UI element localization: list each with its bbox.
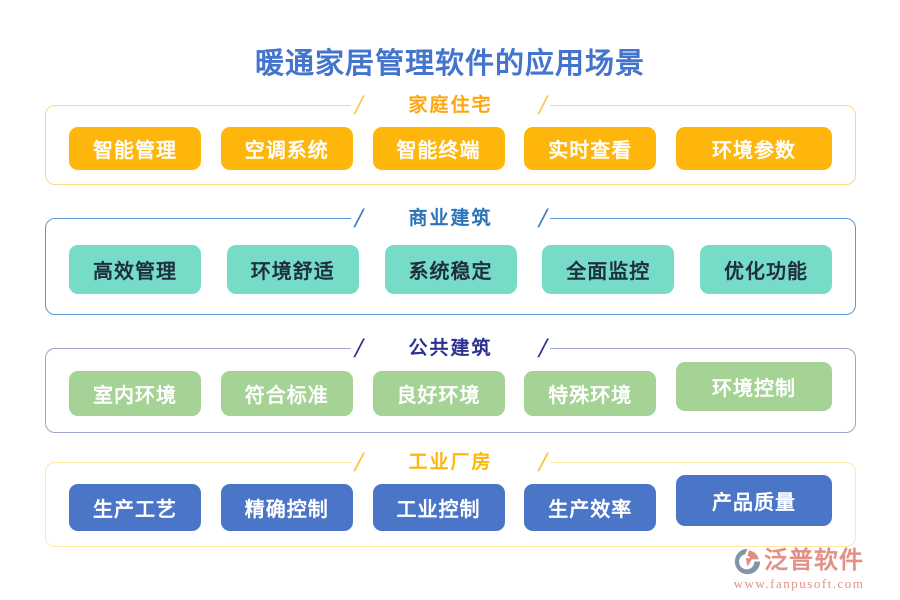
tag-button[interactable]: 高效管理 bbox=[69, 245, 201, 294]
tag-button[interactable]: 符合标准 bbox=[220, 371, 353, 416]
tag-button[interactable]: 智能终端 bbox=[372, 126, 505, 170]
tag-button[interactable]: 智能管理 bbox=[69, 126, 201, 170]
section-public: / 公共建筑 / 室内环境符合标准良好环境特殊环境环境控制 bbox=[45, 333, 856, 433]
tag-button[interactable]: 特殊环境 bbox=[524, 371, 657, 416]
tag-button[interactable]: 环境控制 bbox=[676, 362, 832, 411]
tag-button[interactable]: 室内环境 bbox=[69, 371, 201, 416]
tag-button[interactable]: 良好环境 bbox=[372, 371, 505, 416]
section-industrial: / 工业厂房 / 生产工艺精确控制工业控制生产效率产品质量 bbox=[45, 447, 856, 547]
page-title: 暖通家居管理软件的应用场景 bbox=[254, 48, 645, 80]
tag-button[interactable]: 产品质量 bbox=[676, 475, 832, 526]
section-button-row: 生产工艺精确控制工业控制生产效率产品质量 bbox=[46, 463, 855, 546]
tag-button[interactable]: 环境参数 bbox=[676, 126, 832, 170]
tag-button[interactable]: 生产效率 bbox=[524, 484, 657, 531]
tag-button[interactable]: 工业控制 bbox=[372, 484, 505, 531]
section-button-row: 高效管理环境舒适系统稳定全面监控优化功能 bbox=[46, 219, 855, 314]
tag-button[interactable]: 精确控制 bbox=[220, 484, 353, 531]
brand-row: 泛普软件 bbox=[710, 548, 888, 575]
tag-button[interactable]: 系统稳定 bbox=[384, 245, 517, 294]
tag-button[interactable]: 全面监控 bbox=[542, 245, 675, 294]
brand-url: www.fanpusoft.com bbox=[733, 576, 865, 591]
tag-button[interactable]: 生产工艺 bbox=[69, 484, 201, 531]
brand-name: 泛普软件 bbox=[764, 548, 864, 574]
section-residential: / 家庭住宅 / 智能管理空调系统智能终端实时查看环境参数 bbox=[45, 90, 856, 185]
fanpu-logo-icon bbox=[734, 548, 761, 575]
brand-footer: 泛普软件 www.fanpusoft.com bbox=[710, 548, 888, 592]
tag-button[interactable]: 优化功能 bbox=[700, 245, 832, 294]
section-commercial: / 商业建筑 / 高效管理环境舒适系统稳定全面监控优化功能 bbox=[45, 203, 856, 315]
tag-button[interactable]: 环境舒适 bbox=[226, 245, 359, 294]
tag-button[interactable]: 空调系统 bbox=[220, 126, 353, 170]
section-button-row: 智能管理空调系统智能终端实时查看环境参数 bbox=[46, 106, 855, 184]
section-button-row: 室内环境符合标准良好环境特殊环境环境控制 bbox=[46, 349, 855, 432]
tag-button[interactable]: 实时查看 bbox=[524, 126, 657, 170]
